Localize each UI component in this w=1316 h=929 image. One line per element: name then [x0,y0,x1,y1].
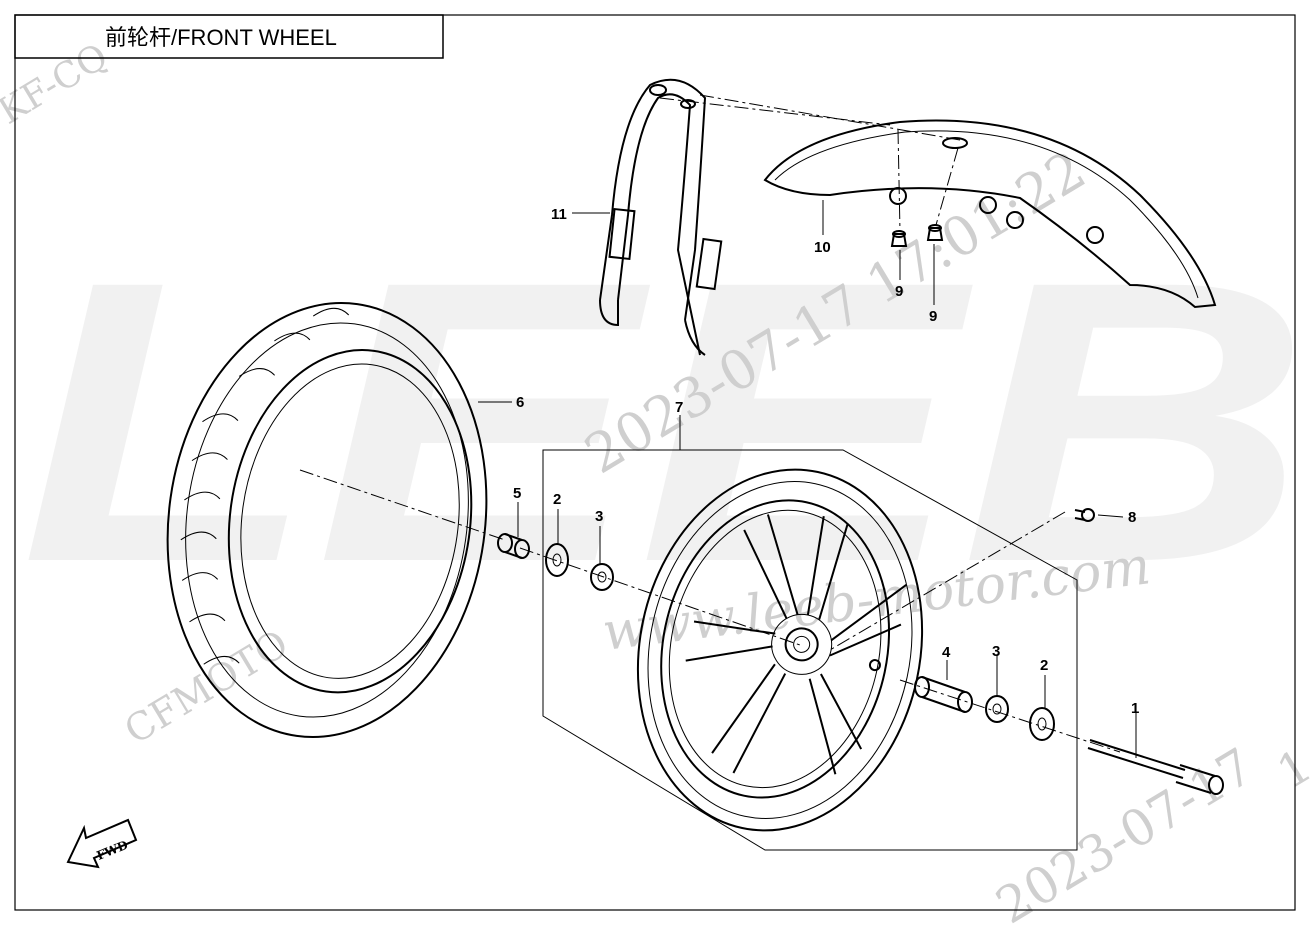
page-title: 前轮杆/FRONT WHEEL [105,25,337,50]
washer-part-2-right [1029,707,1055,741]
bearing-part-3-left [590,563,614,591]
callout-6: 6 [516,394,524,411]
front-fender-part-10 [763,119,1217,309]
watermark-corner-code: KF-CQ [0,36,115,133]
callout-2-left: 2 [553,491,561,508]
callout-3-left: 3 [595,508,603,525]
valve-part-8 [1074,508,1095,522]
callout-8: 8 [1128,509,1136,526]
callout-3-right: 3 [992,643,1000,660]
callout-7: 7 [675,399,683,416]
watermark-layer: LEEB www.leeb-motor.com 2023-07-17 17:01… [0,36,1316,929]
wheel-assembly-boundary [542,449,1078,851]
callout-2-right: 2 [1040,657,1048,674]
callout-9-left: 9 [895,283,903,300]
callout-10: 10 [814,239,831,256]
drawing-border [14,14,1296,911]
bolt-part-9-right [926,224,944,241]
watermark-leeb-logo: LEEB [20,198,1310,645]
spacer-part-4 [914,676,973,713]
front-tire [166,302,488,738]
watermark-fragment: 1 [1268,738,1316,799]
watermark-date-corner: 2023-07-17 [986,737,1263,929]
washer-part-2-left [545,543,569,577]
axle-part-1 [1087,739,1224,795]
collar-part-5 [497,533,530,559]
callout-5: 5 [513,485,521,502]
fwd-label: FWD [95,838,130,863]
fender-bracket-part-11 [599,78,723,356]
callout-9-right: 9 [929,308,937,325]
front-wheel-rim [636,468,924,832]
leader-lines [478,200,1137,758]
callout-4: 4 [942,644,951,661]
bolt-part-9-left [890,230,908,247]
fwd-arrow: FWD [66,818,138,869]
callout-1: 1 [1131,700,1139,717]
title-box [14,14,444,59]
callout-11: 11 [551,206,567,223]
callout-labels: 1 2 2 3 3 4 5 6 7 8 9 9 10 11 [513,206,1139,717]
